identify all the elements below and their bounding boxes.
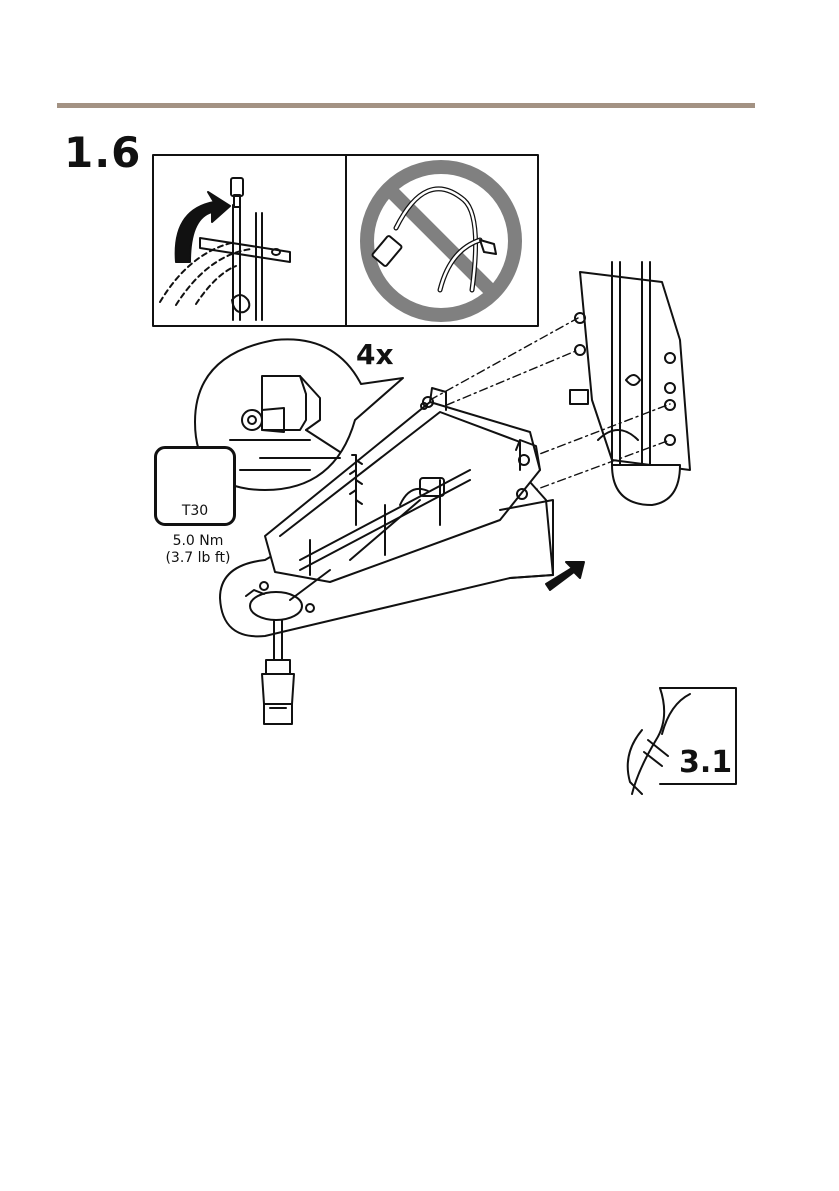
torque-metric: 5.0 Nm [154, 533, 242, 550]
torque-spec: 5.0 Nm (3.7 lb ft) [154, 533, 242, 567]
tool-badge: T30 [154, 446, 236, 526]
torque-imperial: (3.7 lb ft) [154, 550, 242, 567]
wall-bracket [570, 262, 690, 505]
screw-quantity: 4x [356, 341, 394, 369]
tool-name: T30 [157, 503, 233, 519]
reference-step: 3.1 [679, 748, 732, 778]
cable-routing-incorrect [367, 167, 515, 315]
